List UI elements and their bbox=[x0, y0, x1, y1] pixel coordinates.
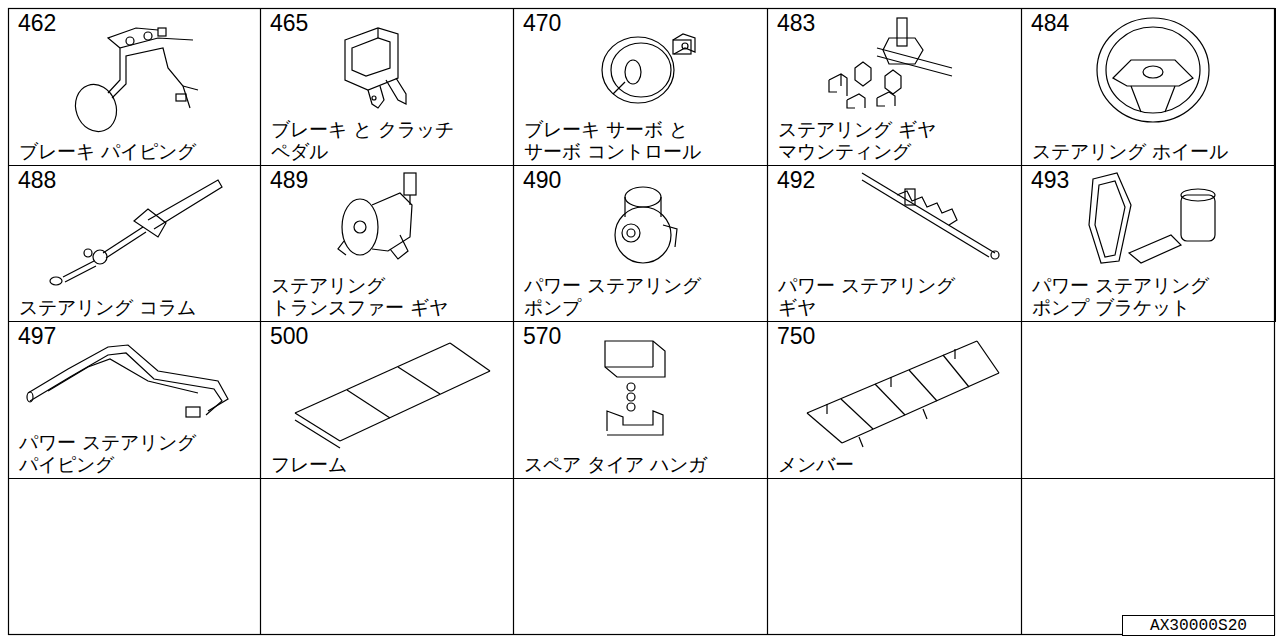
part-name: ステアリング ギヤ マウンティング bbox=[778, 118, 988, 162]
catalog-cell: 493 パワー ステアリング ポンプ ブラケット bbox=[1021, 165, 1276, 322]
callout-number: 570 bbox=[523, 324, 561, 349]
diagram-code: AX30000S20 bbox=[1123, 616, 1274, 635]
part-name: ステアリング コラム bbox=[19, 296, 254, 318]
catalog-cell: 497 パワー ステアリング パイピング bbox=[8, 321, 261, 479]
catalog-cell: 490 パワー ステアリング ポンプ bbox=[513, 165, 768, 322]
callout-number: 488 bbox=[18, 168, 56, 193]
part-name: フレーム bbox=[271, 453, 506, 475]
servo-drawing bbox=[602, 34, 695, 103]
part-name: パワー ステアリング ポンプ ブラケット bbox=[1032, 274, 1242, 318]
callout-number: 470 bbox=[523, 11, 561, 36]
catalog-cell: 484 ステアリング ホイール bbox=[1021, 8, 1276, 166]
part-name: ブレーキ と クラッチ ペダル bbox=[271, 118, 491, 162]
callout-number: 489 bbox=[270, 168, 308, 193]
catalog-cell: 465 ブレーキ と クラッチ ペダル bbox=[260, 8, 514, 166]
catalog-cell: 570 スペア タイア ハンガ bbox=[513, 321, 768, 479]
callout-number: 462 bbox=[18, 11, 56, 36]
steering-column-drawing bbox=[50, 180, 222, 285]
catalog-cell: 500 フレーム bbox=[260, 321, 514, 479]
catalog-cell: 489 ステアリング トランスファー ギヤ bbox=[260, 165, 514, 322]
callout-number: 490 bbox=[523, 168, 561, 193]
part-name: パワー ステアリング ポンプ bbox=[524, 274, 734, 318]
catalog-cell: 483 ステアリング ギヤ マウンティング bbox=[767, 8, 1022, 166]
catalog-cell: 462 ブレーキ パイピング bbox=[8, 8, 261, 166]
frame-drawing bbox=[295, 343, 490, 448]
brake-piping-drawing bbox=[69, 28, 198, 137]
part-name: ブレーキ パイピング bbox=[19, 140, 239, 162]
callout-number: 750 bbox=[777, 324, 815, 349]
callout-number: 493 bbox=[1031, 168, 1069, 193]
catalog-cell: 492 パワー ステアリング ギヤ bbox=[767, 165, 1022, 322]
steering-wheel-drawing bbox=[1097, 18, 1209, 122]
member-drawing bbox=[807, 341, 999, 447]
grid-lines bbox=[8, 8, 1275, 635]
part-name: パワー ステアリング パイピング bbox=[19, 431, 229, 475]
callout-number: 500 bbox=[270, 324, 308, 349]
diagram-code-box: AX30000S20 bbox=[1122, 615, 1275, 636]
callout-number: 492 bbox=[777, 168, 815, 193]
part-name: ステアリング ホイール bbox=[1032, 140, 1267, 162]
steering-gear-drawing bbox=[862, 173, 999, 259]
pedal-drawing bbox=[345, 28, 406, 108]
part-name: スペア タイア ハンガ bbox=[524, 453, 759, 475]
pump-drawing bbox=[615, 187, 677, 263]
pipe-drawing bbox=[27, 345, 228, 417]
part-name: メンバー bbox=[778, 453, 1013, 475]
part-name: ブレーキ サーボ と サーボ コントロール bbox=[524, 118, 734, 162]
gear-mounting-drawing bbox=[829, 18, 952, 108]
catalog-cell: 470 ブレーキ サーボ と サーボ コントロール bbox=[513, 8, 768, 166]
callout-number: 465 bbox=[270, 11, 308, 36]
part-name: パワー ステアリング ギヤ bbox=[778, 274, 988, 318]
callout-number: 483 bbox=[777, 11, 815, 36]
callout-number: 484 bbox=[1031, 11, 1069, 36]
part-name: ステアリング トランスファー ギヤ bbox=[271, 274, 481, 318]
transfer-gear-drawing bbox=[338, 173, 416, 259]
catalog-cell: 750 メンバー bbox=[767, 321, 1022, 479]
callout-number: 497 bbox=[18, 324, 56, 349]
pump-bracket-drawing bbox=[1089, 173, 1215, 263]
catalog-cell: 488 ステアリング コラム bbox=[8, 165, 261, 322]
hanger-drawing bbox=[605, 341, 665, 435]
